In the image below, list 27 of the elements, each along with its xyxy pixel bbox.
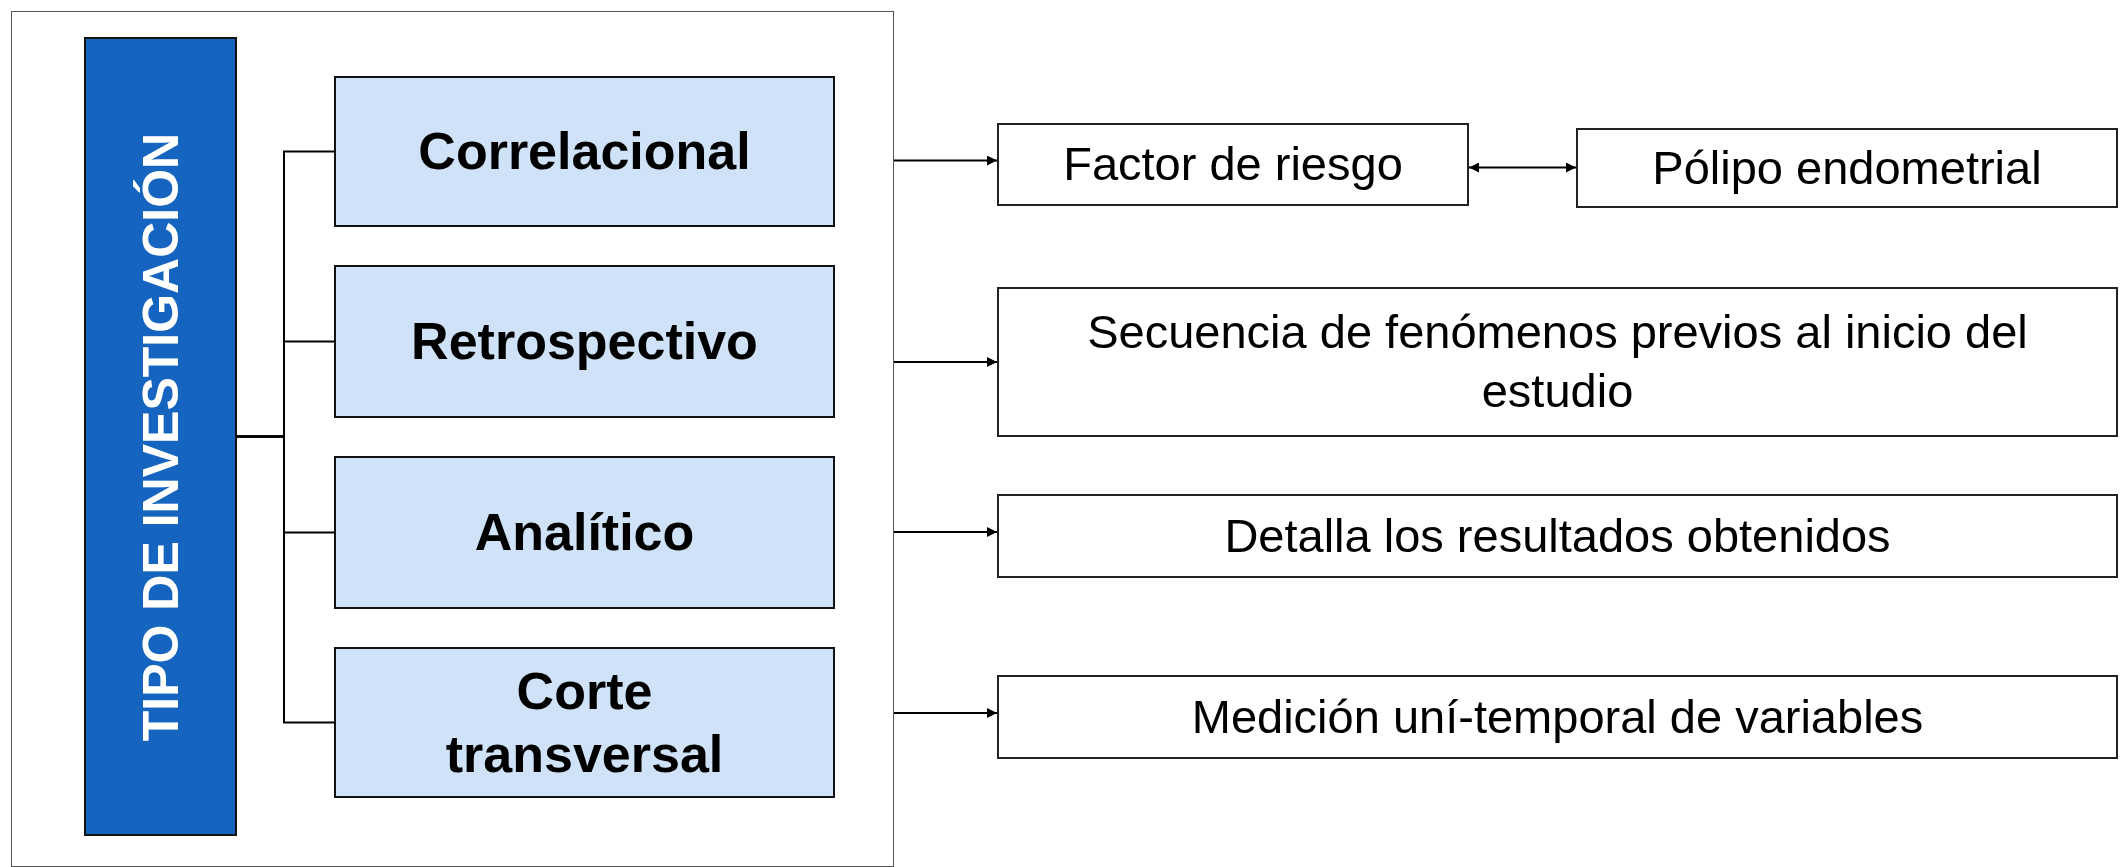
category-box [334, 265, 835, 418]
description-box [997, 287, 2118, 437]
description-text: Secuencia de fenómenos previos al inicio del estudio [1086, 304, 2029, 419]
description-text: Pólipo endometrial [1651, 139, 2043, 196]
description-box [997, 123, 1469, 206]
description-text: Medición uní-temporal de variables [1190, 688, 1925, 745]
category-box [334, 647, 835, 798]
description-box [997, 675, 2118, 759]
category-label: Correlacional [418, 121, 751, 183]
description-box [997, 494, 2118, 578]
arrow [893, 155, 998, 166]
description-text: Detalla los resultados obtenidos [1223, 507, 1892, 564]
title-text: TIPO DE INVESTIGACIÓN [131, 132, 190, 741]
connector-line [236, 435, 335, 724]
arrow [893, 527, 998, 537]
category-label: Corte transversal [444, 661, 725, 785]
category-label: Analítico [474, 502, 695, 564]
arrow [893, 708, 998, 718]
category-box [334, 456, 835, 609]
diagram-frame [11, 11, 894, 867]
arrow [1468, 162, 1577, 173]
description-text: Factor de riesgo [1062, 136, 1404, 193]
title-bar [84, 37, 237, 836]
category-box [334, 76, 835, 227]
description-box [1576, 128, 2118, 208]
arrow [893, 357, 998, 367]
category-label: Retrospectivo [411, 311, 758, 373]
